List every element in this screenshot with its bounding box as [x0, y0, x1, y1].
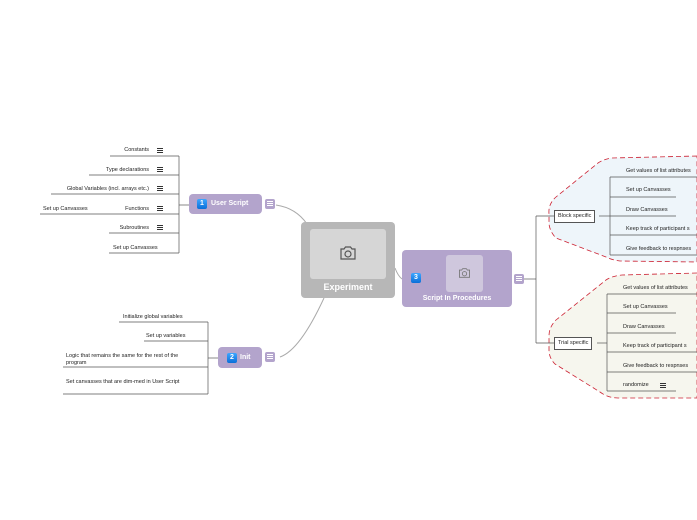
topic-image: [446, 255, 483, 292]
block-item[interactable]: Give feedback to respnses: [626, 246, 692, 252]
trial-specific-boundary: [548, 272, 697, 399]
subtopic-type-declarations[interactable]: Type declarations: [105, 167, 149, 173]
subtopic-global-variables[interactable]: Global Variables (incl. arrays etc.): [66, 186, 149, 192]
subtopic-set-canvasses[interactable]: Set canvasses that are dim-med in User S…: [66, 379, 180, 385]
subtopic-block-specific[interactable]: Block specific: [554, 210, 596, 223]
subtopic-constants[interactable]: Constants: [124, 147, 149, 153]
block-item[interactable]: Get values of list attributes: [626, 168, 691, 174]
trial-item[interactable]: Set up Canvasses: [623, 304, 668, 310]
trial-item[interactable]: randomize: [623, 382, 649, 388]
subtopic-subroutines[interactable]: Subroutines: [119, 225, 149, 231]
central-topic[interactable]: Experiment: [301, 222, 395, 298]
notes-icon[interactable]: [514, 274, 524, 284]
subtopic-initialize-globals[interactable]: Initialize global variables: [123, 314, 183, 320]
block-item[interactable]: Set up Canvasses: [626, 187, 671, 193]
note-icon[interactable]: [157, 167, 163, 172]
priority-badge: 3: [411, 273, 421, 283]
priority-badge: 2: [227, 353, 237, 363]
subtopic-functions[interactable]: Functions: [125, 206, 149, 212]
camera-icon: [459, 268, 470, 278]
note-icon[interactable]: [157, 225, 163, 230]
trial-item[interactable]: Draw Canvasses: [623, 324, 665, 330]
notes-icon[interactable]: [265, 352, 275, 362]
camera-icon: [340, 246, 356, 260]
trial-item[interactable]: Give feedback to respnses: [623, 363, 689, 369]
central-topic-title: Experiment: [323, 282, 373, 292]
trial-item[interactable]: Keep track of participant s: [623, 343, 687, 349]
topic-init[interactable]: 2 Init: [218, 347, 262, 368]
trial-item[interactable]: Get values of list attributes: [623, 285, 688, 291]
notes-icon[interactable]: [265, 199, 275, 209]
topic-title: Script In Procedures: [422, 295, 492, 302]
subtopic-trial-specific[interactable]: Trial specific: [554, 337, 593, 350]
note-icon[interactable]: [157, 206, 163, 211]
priority-badge: 1: [197, 199, 207, 209]
central-image: [310, 229, 386, 279]
subtopic-set-up-variables[interactable]: Set up variables: [146, 333, 186, 339]
block-item[interactable]: Draw Canvasses: [626, 207, 668, 213]
topic-title: Init: [240, 354, 251, 361]
subtopic-functions-setup-canvasses[interactable]: Set up Canvasses: [43, 206, 88, 212]
note-icon[interactable]: [157, 148, 163, 153]
note-icon[interactable]: [157, 186, 163, 191]
block-specific-boundary: [548, 155, 697, 263]
topic-title: User Script: [211, 200, 249, 207]
subtopic-set-up-canvasses[interactable]: Set up Canvasses: [113, 245, 158, 251]
note-icon[interactable]: [660, 383, 666, 388]
topic-user-script[interactable]: 1 User Script: [189, 194, 262, 214]
block-item[interactable]: Keep track of participant s: [626, 226, 690, 232]
subtopic-logic[interactable]: Logic that remains the same for the rest…: [66, 353, 179, 366]
topic-script-in-procedures[interactable]: 3 Script In Procedures: [402, 250, 512, 307]
